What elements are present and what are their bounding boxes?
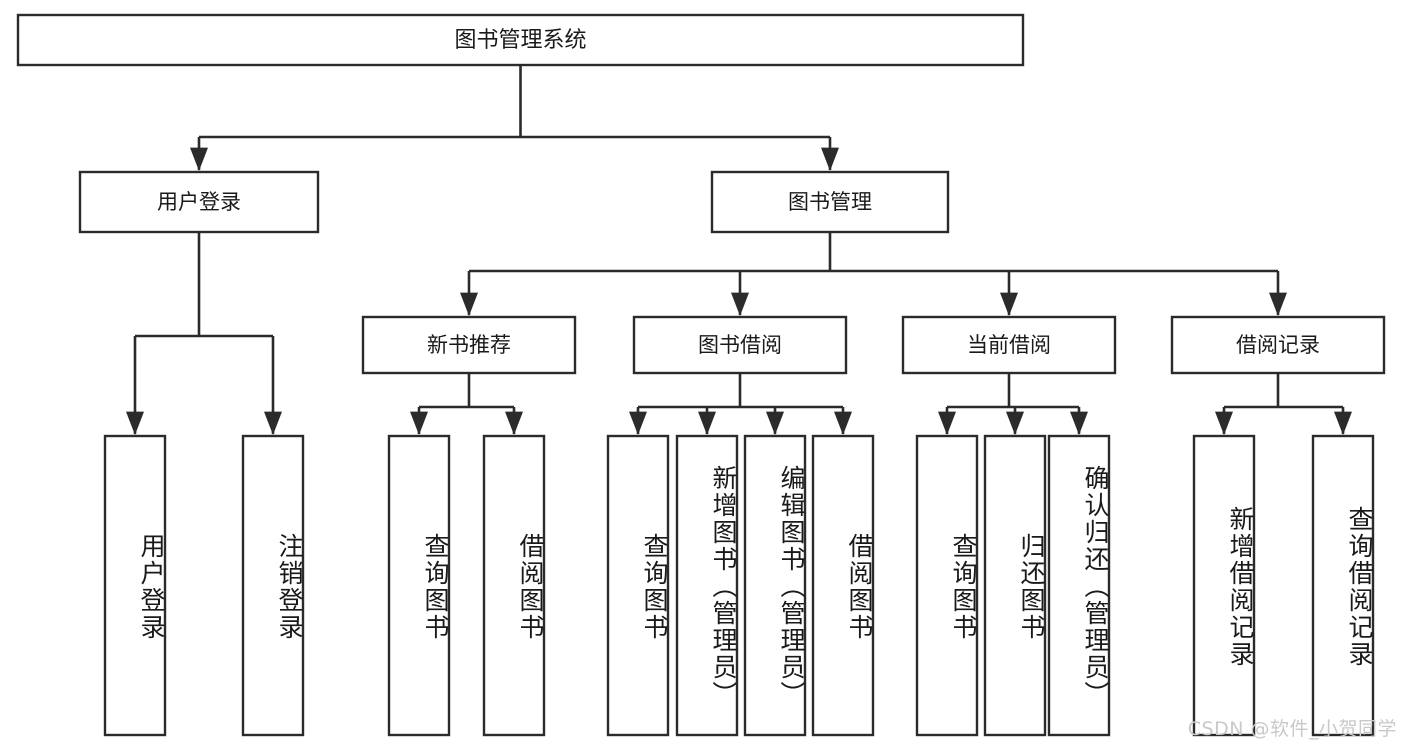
arrow-head-icon xyxy=(766,411,784,435)
node-level3-label-3: 借阅记录 xyxy=(1236,333,1320,357)
node-level3-label-1: 图书借阅 xyxy=(698,333,782,357)
node-leaf-5 xyxy=(675,434,739,737)
node-level3-label-0: 新书推荐 xyxy=(427,333,511,357)
arrow-head-icon xyxy=(126,411,144,435)
node-leaf-12 xyxy=(1311,434,1375,737)
arrow-head-icon xyxy=(731,292,749,316)
node-root xyxy=(16,13,1025,67)
node-leaf-1 xyxy=(241,434,305,737)
node-leaf-10 xyxy=(1047,434,1111,737)
watermark-text: CSDN @软件_小贺同学 xyxy=(1187,718,1397,740)
arrow-head-icon xyxy=(1070,411,1088,435)
node-leaf-0 xyxy=(103,434,167,737)
node-level2-label-1: 图书管理 xyxy=(788,190,872,214)
arrow-head-icon xyxy=(698,411,716,435)
arrow-head-icon xyxy=(938,411,956,435)
arrow-head-icon xyxy=(1215,411,1233,435)
arrow-head-icon xyxy=(190,147,208,171)
arrow-head-icon xyxy=(1334,411,1352,435)
node-level3-2 xyxy=(901,315,1117,375)
node-leaf-6 xyxy=(743,434,807,737)
node-level2-label-0: 用户登录 xyxy=(157,190,241,214)
node-leaf-4 xyxy=(606,434,670,737)
node-boxes xyxy=(16,13,1386,737)
node-leaf-8 xyxy=(915,434,979,737)
connector-lines xyxy=(133,65,1345,434)
arrow-head-icon xyxy=(1000,292,1018,316)
arrow-head-icon xyxy=(505,411,523,435)
arrow-head-icon xyxy=(1269,292,1287,316)
arrow-head-icon xyxy=(410,411,428,435)
node-leaf-2 xyxy=(387,434,451,737)
arrow-head-icon xyxy=(629,411,647,435)
node-level3-3 xyxy=(1170,315,1386,375)
node-leaf-7 xyxy=(811,434,875,737)
arrow-head-icon xyxy=(821,147,839,171)
node-leaf-11 xyxy=(1192,434,1256,737)
arrow-heads xyxy=(126,147,1352,435)
node-level3-1 xyxy=(632,315,848,375)
node-level3-label-2: 当前借阅 xyxy=(967,333,1051,357)
node-leaf-9 xyxy=(983,434,1047,737)
arrow-head-icon xyxy=(1006,411,1024,435)
node-level2-1 xyxy=(710,170,950,234)
node-leaf-3 xyxy=(482,434,546,737)
arrow-head-icon xyxy=(460,292,478,316)
node-level2-0 xyxy=(78,170,320,234)
arrow-head-icon xyxy=(834,411,852,435)
arrow-head-icon xyxy=(264,411,282,435)
node-level3-0 xyxy=(361,315,577,375)
node-root-label: 图书管理系统 xyxy=(454,28,586,53)
